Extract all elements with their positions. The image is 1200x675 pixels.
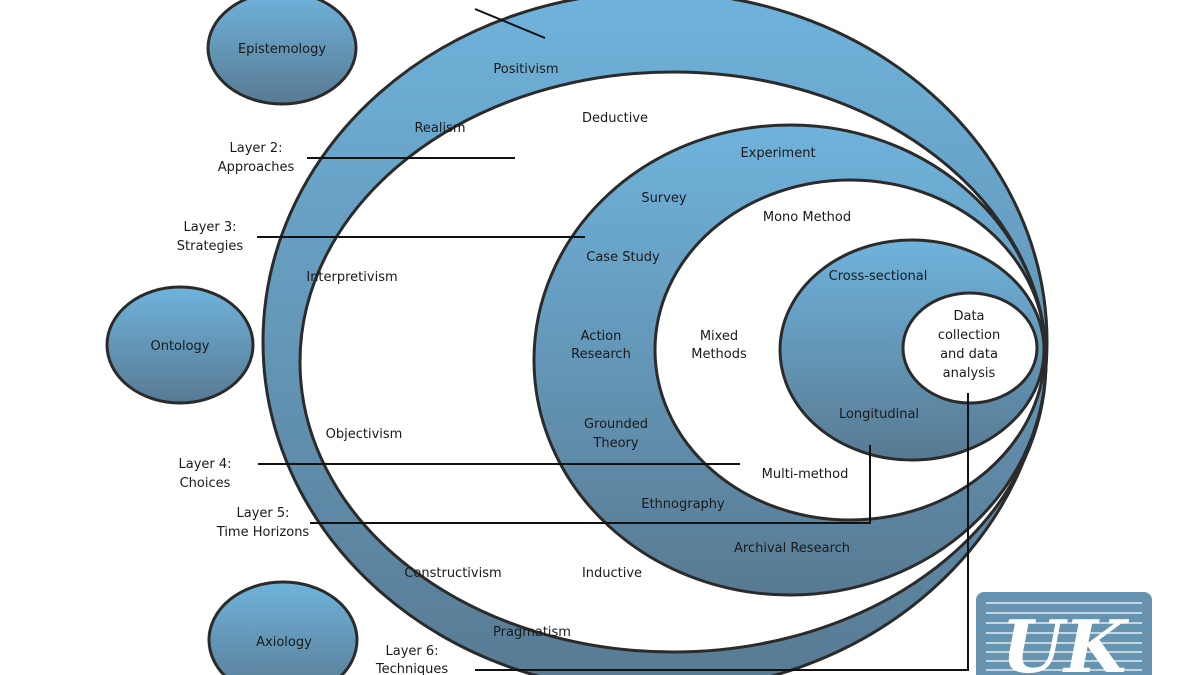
ethnography-label: Ethnography bbox=[641, 497, 725, 512]
experiment-label: Experiment bbox=[740, 146, 815, 161]
objectivism-label: Objectivism bbox=[326, 427, 403, 442]
archival-research-label: Archival Research bbox=[734, 541, 850, 556]
deductive-label: Deductive bbox=[582, 111, 648, 126]
svg-text:UK: UK bbox=[1001, 604, 1129, 675]
core-line3: and data bbox=[940, 347, 998, 362]
cross-sectional-label: Cross-sectional bbox=[829, 269, 928, 284]
layer6-label-line1: Layer 6: bbox=[385, 644, 438, 659]
layer3-label-line1: Layer 3: bbox=[183, 220, 236, 235]
layer6-core bbox=[901, 291, 1039, 405]
layer6-label-line2: Techniques bbox=[375, 662, 448, 675]
layer2-label-line1: Layer 2: bbox=[229, 141, 282, 156]
constructivism-label: Constructivism bbox=[404, 566, 501, 581]
layer5-pointer-line bbox=[310, 445, 871, 524]
epistemology-label: Epistemology bbox=[238, 42, 326, 57]
layer3-label-line2: Strategies bbox=[177, 239, 244, 254]
grounded-theory-line2: Theory bbox=[592, 436, 638, 451]
mixed-methods-line1: Mixed bbox=[700, 329, 738, 344]
core-line4: analysis bbox=[943, 366, 996, 381]
layer4-label-line1: Layer 4: bbox=[178, 457, 231, 472]
case-study-label: Case Study bbox=[586, 250, 660, 265]
interpretivism-label: Interpretivism bbox=[306, 270, 397, 285]
action-research-line1: Action bbox=[581, 329, 622, 344]
layer6-pointer-line bbox=[475, 393, 969, 671]
multi-method-label: Multi-method bbox=[762, 467, 849, 482]
survey-label: Survey bbox=[641, 191, 687, 206]
layer1-pointer-line bbox=[474, 8, 546, 39]
layer5-label-line1: Layer 5: bbox=[236, 506, 289, 521]
mixed-methods-line2: Methods bbox=[691, 347, 747, 362]
uk-logo-watermark: UK bbox=[976, 592, 1152, 675]
pragmatism-label: Pragmatism bbox=[493, 625, 571, 640]
axiology-bubble bbox=[207, 580, 359, 675]
layer5-label-line2: Time Horizons bbox=[216, 525, 310, 540]
core-line2: collection bbox=[938, 328, 1000, 343]
core-line1: Data bbox=[953, 309, 984, 324]
layer4-label-line2: Choices bbox=[180, 476, 231, 491]
axiology-label: Axiology bbox=[256, 635, 312, 650]
epistemology-bubble bbox=[206, 0, 358, 106]
positivism-label: Positivism bbox=[493, 62, 558, 77]
action-research-line2: Research bbox=[571, 347, 631, 362]
grounded-theory-line1: Grounded bbox=[584, 417, 648, 432]
mono-method-label: Mono Method bbox=[763, 210, 851, 225]
inductive-label: Inductive bbox=[582, 566, 642, 581]
longitudinal-label: Longitudinal bbox=[839, 407, 919, 422]
realism-label: Realism bbox=[414, 121, 465, 136]
layer2-label-line2: Approaches bbox=[218, 160, 295, 175]
ontology-label: Ontology bbox=[150, 339, 209, 354]
ontology-bubble bbox=[105, 285, 255, 405]
